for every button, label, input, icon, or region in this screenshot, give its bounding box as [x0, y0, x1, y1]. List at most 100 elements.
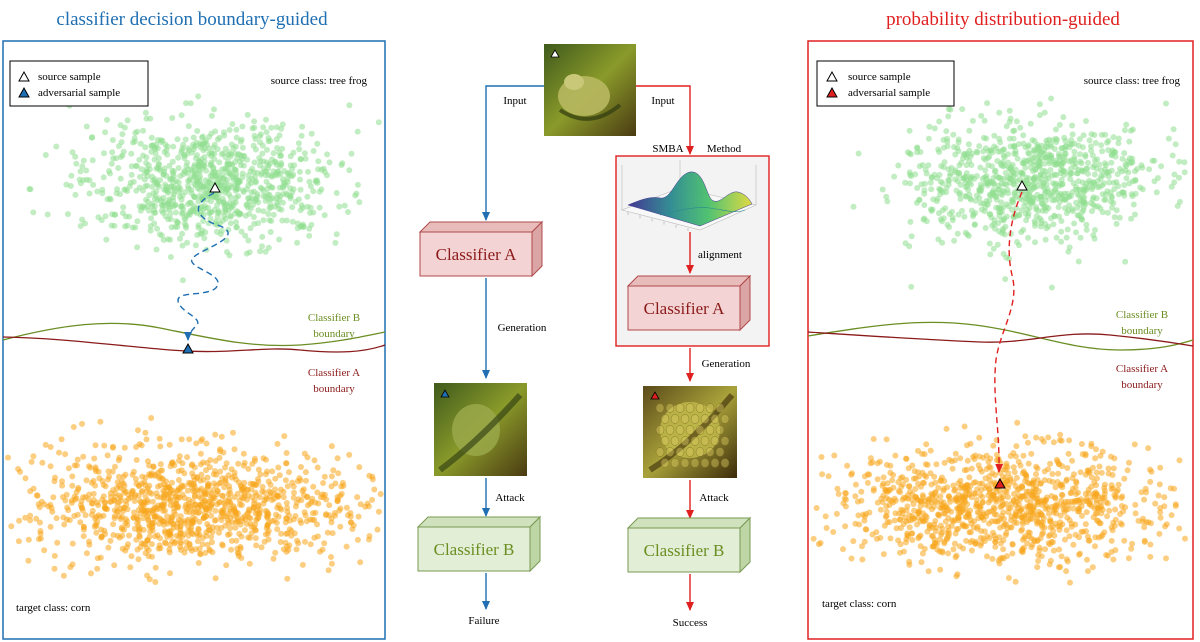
scatter-point	[37, 519, 43, 526]
scatter-point	[986, 240, 993, 247]
scatter-point	[172, 539, 179, 545]
scatter-point	[1052, 484, 1059, 491]
scatter-point	[279, 217, 286, 224]
scatter-point	[1093, 446, 1099, 453]
scatter-point	[194, 475, 201, 481]
scatter-point	[156, 435, 163, 442]
scatter-point	[27, 517, 34, 524]
scatter-point	[964, 457, 971, 464]
scatter-point	[292, 513, 299, 519]
scatter-point	[252, 535, 259, 542]
scatter-point	[1042, 207, 1049, 214]
scatter-point	[126, 183, 133, 190]
scatter-point	[1092, 140, 1099, 146]
scatter-point	[1152, 500, 1159, 507]
scatter-point	[169, 115, 176, 121]
scatter-point	[119, 131, 126, 138]
scatter-point	[287, 185, 294, 192]
corn-kernel	[655, 403, 665, 413]
scatter-point	[944, 484, 951, 491]
scatter-point	[120, 473, 127, 480]
scatter-point	[147, 115, 154, 122]
scatter-point	[174, 223, 181, 230]
scatter-point	[990, 175, 997, 182]
scatter-point	[848, 555, 855, 562]
scatter-point	[1005, 470, 1012, 477]
scatter-point	[216, 159, 223, 166]
scatter-point	[67, 564, 74, 571]
classifier-b-boundary-label-line1: Classifier B	[308, 312, 360, 324]
scatter-point	[1108, 537, 1115, 544]
scatter-point	[944, 138, 951, 145]
scatter-point	[1004, 525, 1011, 532]
scatter-point	[959, 106, 966, 113]
scatter-point	[971, 456, 978, 463]
scatter-point	[1034, 476, 1041, 483]
scatter-point	[185, 123, 192, 130]
scatter-point	[335, 470, 342, 477]
scatter-point	[950, 131, 957, 138]
scatter-point	[98, 217, 105, 224]
scatter-point	[247, 225, 254, 232]
scatter-point	[159, 467, 165, 474]
scatter-point	[250, 505, 257, 512]
scatter-point	[51, 565, 58, 572]
scatter-point	[50, 494, 57, 501]
scatter-point	[137, 510, 144, 517]
scatter-point	[965, 511, 972, 518]
scatter-point	[333, 190, 340, 196]
classifier-a-boundary-label-line1: Classifier A	[1116, 363, 1168, 375]
scatter-point	[87, 464, 94, 471]
scatter-point	[1054, 501, 1061, 508]
scatter-point	[1103, 162, 1109, 169]
scatter-point	[366, 533, 373, 539]
scatter-point	[903, 476, 910, 483]
scatter-point	[969, 150, 976, 157]
scatter-point	[117, 191, 123, 198]
scatter-point	[1080, 132, 1087, 139]
scatter-point	[1077, 234, 1084, 241]
scatter-point	[1075, 258, 1082, 265]
scatter-point	[945, 550, 952, 557]
scatter-point	[282, 539, 289, 546]
scatter-point	[198, 438, 204, 444]
scatter-point	[952, 450, 959, 457]
scatter-point	[175, 165, 182, 171]
scatter-point	[1112, 506, 1119, 513]
left-panel: classifier decision boundary-guided sour…	[2, 9, 386, 640]
scatter-point	[1056, 121, 1063, 128]
scatter-point	[117, 175, 124, 182]
scatter-point	[214, 214, 221, 221]
scatter-point	[194, 128, 201, 134]
scatter-point	[1049, 479, 1056, 485]
scatter-point	[80, 533, 87, 540]
scatter-point	[977, 492, 984, 498]
scatter-point	[119, 532, 126, 539]
scatter-point	[959, 207, 965, 214]
scatter-point	[144, 499, 151, 506]
scatter-point	[251, 455, 258, 462]
scatter-point	[117, 154, 124, 160]
scatter-point	[1012, 578, 1019, 585]
scatter-point	[187, 100, 194, 107]
scatter-point	[214, 209, 221, 216]
scatter-point	[200, 459, 207, 466]
corn-kernel	[720, 414, 730, 424]
scatter-point	[173, 532, 180, 539]
scatter-point	[1083, 221, 1090, 228]
scatter-point	[939, 548, 946, 555]
scatter-point	[267, 204, 274, 211]
scatter-point	[988, 518, 995, 525]
scatter-point	[134, 244, 141, 251]
scatter-point	[151, 472, 158, 479]
corn-kernel	[695, 403, 705, 413]
scatter-point	[311, 534, 318, 541]
scatter-point	[914, 145, 921, 151]
scatter-point	[221, 132, 228, 139]
scatter-point	[203, 440, 210, 447]
scatter-point	[897, 525, 904, 531]
scatter-point	[1176, 158, 1183, 165]
corn-kernel	[705, 403, 715, 413]
scatter-point	[954, 505, 960, 512]
scatter-point	[1102, 191, 1109, 198]
